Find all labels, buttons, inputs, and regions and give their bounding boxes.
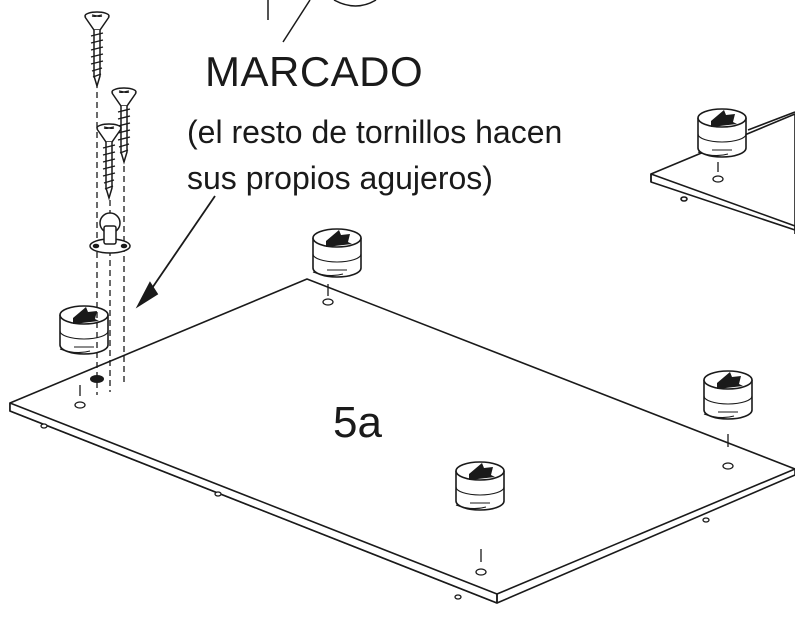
pointer-arrow xyxy=(135,195,216,309)
callout-leader-top xyxy=(267,0,377,43)
board-holes xyxy=(712,162,724,183)
edge-holes xyxy=(40,423,710,600)
cam-lock-fitting xyxy=(703,370,753,420)
board-holes xyxy=(74,284,734,576)
screw-note-line1: (el resto de tornillos hacen xyxy=(187,114,563,150)
screw xyxy=(84,11,110,87)
marking-label: MARCADO xyxy=(205,48,424,95)
screw xyxy=(96,123,122,199)
part-label: 5a xyxy=(333,398,382,447)
cam-lock-fitting xyxy=(697,108,747,158)
board-panel-5a xyxy=(9,278,795,604)
cam-lock-fitting xyxy=(455,461,505,511)
plate-fitting xyxy=(89,212,131,254)
screw-note-line2: sus propios agujeros) xyxy=(187,160,493,196)
marked-hole xyxy=(90,375,104,383)
cam-lock-fitting xyxy=(312,228,362,278)
cam-lock-fitting xyxy=(59,305,109,355)
board-panel-secondary xyxy=(650,111,795,234)
